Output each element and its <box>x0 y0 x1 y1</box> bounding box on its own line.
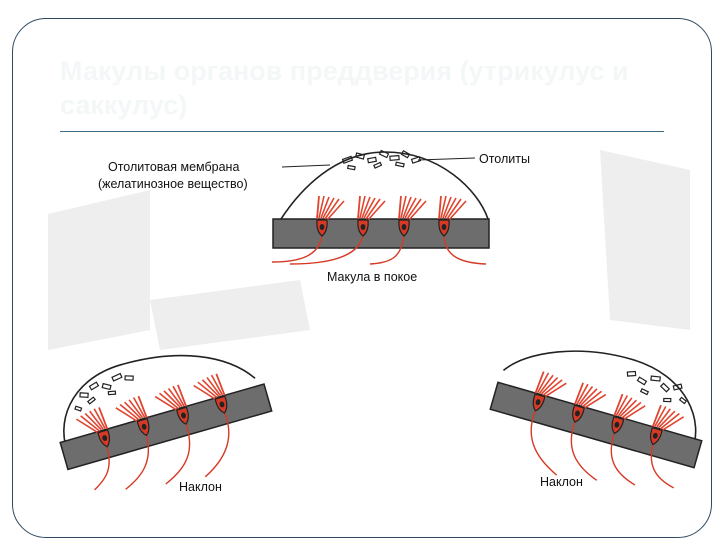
label-otoliths: Отолиты <box>479 152 530 166</box>
nerve-fibers-tilted <box>94 409 230 491</box>
slide-title: Макулы органов преддверия (утрикулус и с… <box>60 54 660 122</box>
slide-title-line-2: саккулус) <box>60 90 188 120</box>
otoliths-tilted-right <box>626 370 688 405</box>
otolithic-membrane <box>280 151 489 220</box>
nerve-fibers-tilted-right <box>530 407 675 489</box>
watermark-shapes <box>48 150 690 350</box>
nerve-fibers <box>271 233 487 265</box>
otoliths-tilted <box>74 372 134 412</box>
macula-base <box>272 218 490 249</box>
title-underline <box>60 131 664 132</box>
label-tilt-right: Наклон <box>540 475 583 489</box>
otoliths-leader-line <box>417 157 476 161</box>
slide-frame <box>12 18 712 538</box>
label-otolithic-membrane: Отолитовая мембрана <box>108 160 239 174</box>
otolithic-membrane-tilted-right <box>502 350 697 453</box>
macula-tilt-right <box>489 350 703 489</box>
label-macula-at-rest: Макула в покое <box>327 270 417 284</box>
label-tilt-left: Наклон <box>179 480 222 494</box>
macula-base-tilted <box>59 383 273 471</box>
membrane-leader-line <box>281 164 331 168</box>
macula-at-rest: Отолитовая мембрана (желатинозное вещест… <box>98 149 530 284</box>
label-gelatinous-substance: (желатинозное вещество) <box>98 177 248 191</box>
otoliths <box>341 149 422 171</box>
macula-tilt-left <box>59 354 273 491</box>
slide-title-line-1: Макулы органов преддверия (утрикулус и <box>60 56 629 86</box>
otolithic-membrane-tilted <box>63 354 256 455</box>
